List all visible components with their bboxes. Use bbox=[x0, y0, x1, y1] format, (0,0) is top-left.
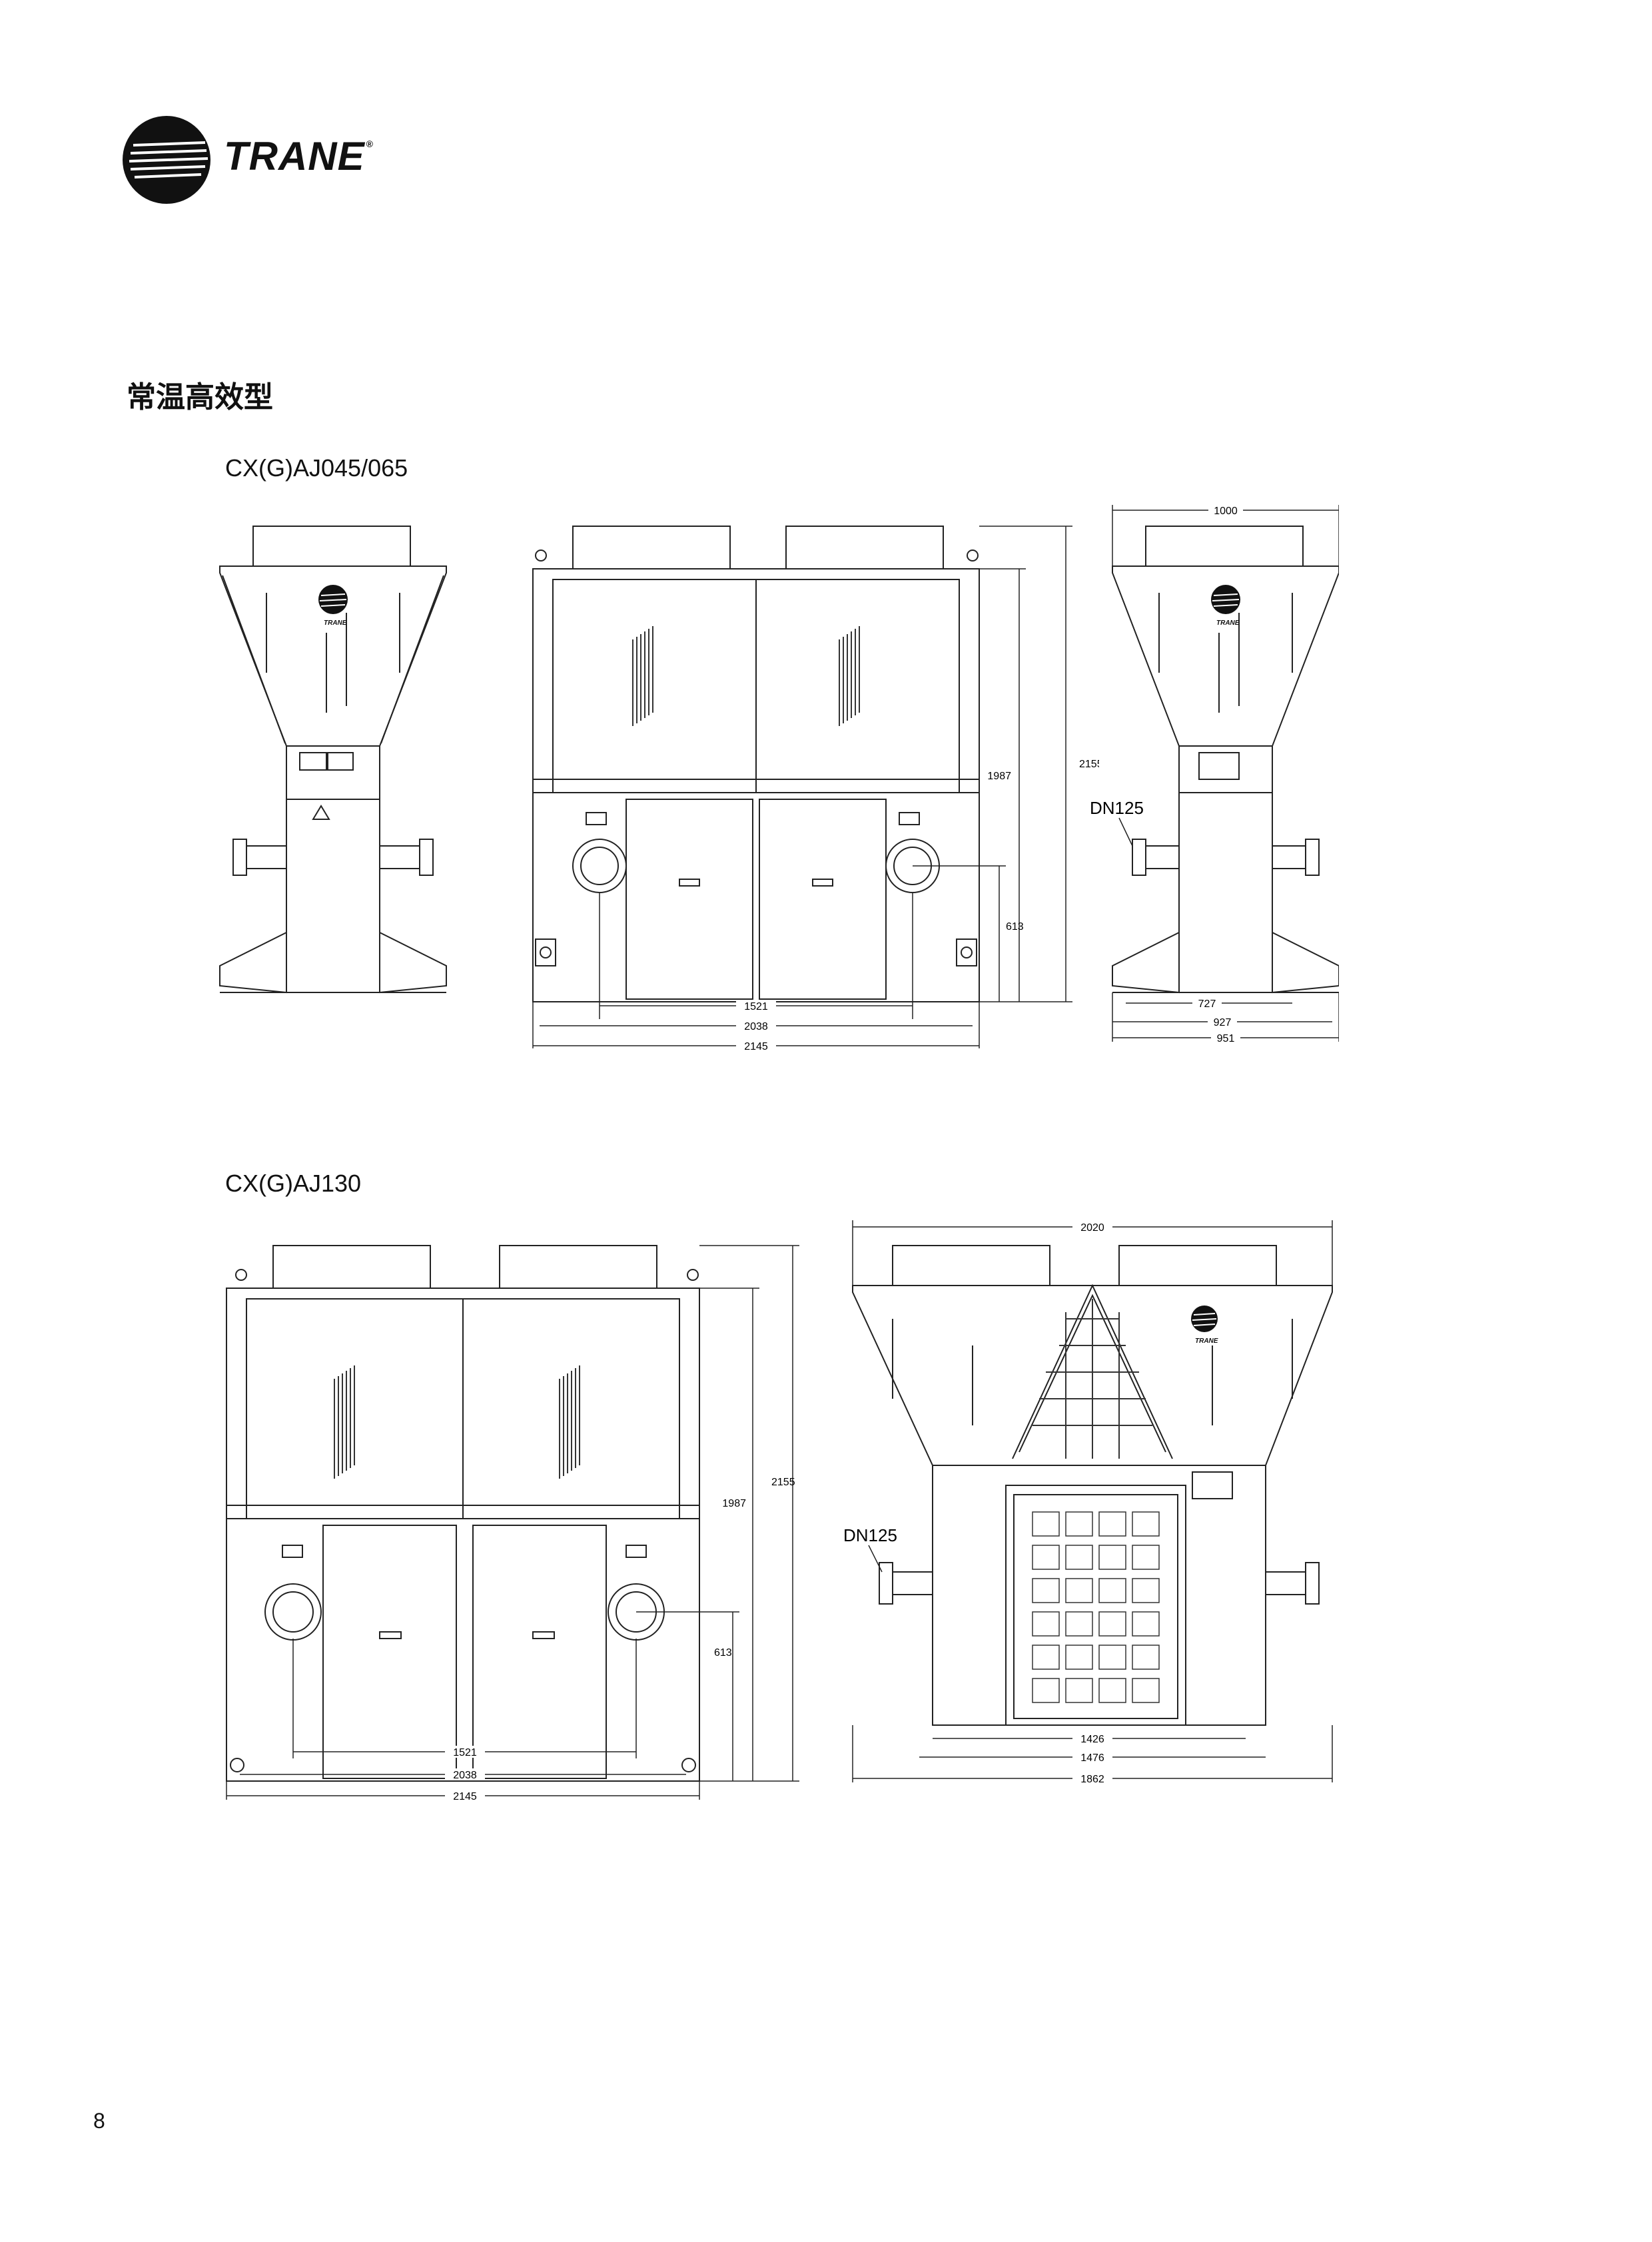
svg-text:2155: 2155 bbox=[1079, 759, 1099, 770]
svg-text:1476: 1476 bbox=[1080, 1752, 1104, 1764]
svg-text:2038: 2038 bbox=[744, 1021, 768, 1032]
svg-text:1987: 1987 bbox=[987, 771, 1011, 782]
svg-text:727: 727 bbox=[1198, 998, 1216, 1010]
svg-text:1426: 1426 bbox=[1080, 1734, 1104, 1745]
svg-text:TRANE: TRANE bbox=[1216, 619, 1240, 627]
model-1-side-view-right: TRANE 1000 727 927 951 DN125 bbox=[1090, 504, 1339, 1044]
section-title: 常温高效型 bbox=[127, 380, 273, 414]
svg-text:927: 927 bbox=[1214, 1017, 1232, 1028]
svg-text:951: 951 bbox=[1217, 1033, 1235, 1044]
trane-logo-icon bbox=[123, 116, 210, 204]
svg-text:613: 613 bbox=[714, 1647, 732, 1659]
model-1-title: CX(G)AJ045/065 bbox=[225, 454, 408, 482]
svg-text:2145: 2145 bbox=[744, 1041, 768, 1052]
model-1-side-view-left: TRANE bbox=[219, 526, 447, 994]
svg-text:2038: 2038 bbox=[453, 1770, 477, 1781]
svg-text:DN125: DN125 bbox=[1090, 798, 1144, 818]
svg-text:TRANE: TRANE bbox=[1195, 1337, 1218, 1345]
svg-text:TRANE: TRANE bbox=[324, 619, 347, 627]
model-2-title: CX(G)AJ130 bbox=[225, 1170, 362, 1197]
svg-text:2020: 2020 bbox=[1080, 1222, 1104, 1234]
model-2-side-view: TRANE 2020 1426 1476 1862 DN125 bbox=[843, 1220, 1333, 1785]
svg-text:2155: 2155 bbox=[771, 1477, 795, 1488]
svg-text:1987: 1987 bbox=[722, 1498, 746, 1509]
svg-text:1862: 1862 bbox=[1080, 1774, 1104, 1785]
brand-wordmark: TRANE® bbox=[224, 134, 374, 179]
svg-text:2145: 2145 bbox=[453, 1791, 477, 1802]
svg-text:DN125: DN125 bbox=[843, 1525, 897, 1545]
model-2-front-view: 1521 2038 2145 1987 2155 613 bbox=[226, 1245, 799, 1802]
svg-text:1521: 1521 bbox=[453, 1747, 477, 1758]
model-1-front-view: 1521 2038 2145 1987 2155 613 bbox=[532, 526, 1099, 1052]
svg-text:1521: 1521 bbox=[744, 1001, 768, 1012]
svg-text:1000: 1000 bbox=[1214, 506, 1238, 517]
svg-text:613: 613 bbox=[1006, 921, 1024, 933]
page-number: 8 bbox=[93, 2109, 105, 2133]
